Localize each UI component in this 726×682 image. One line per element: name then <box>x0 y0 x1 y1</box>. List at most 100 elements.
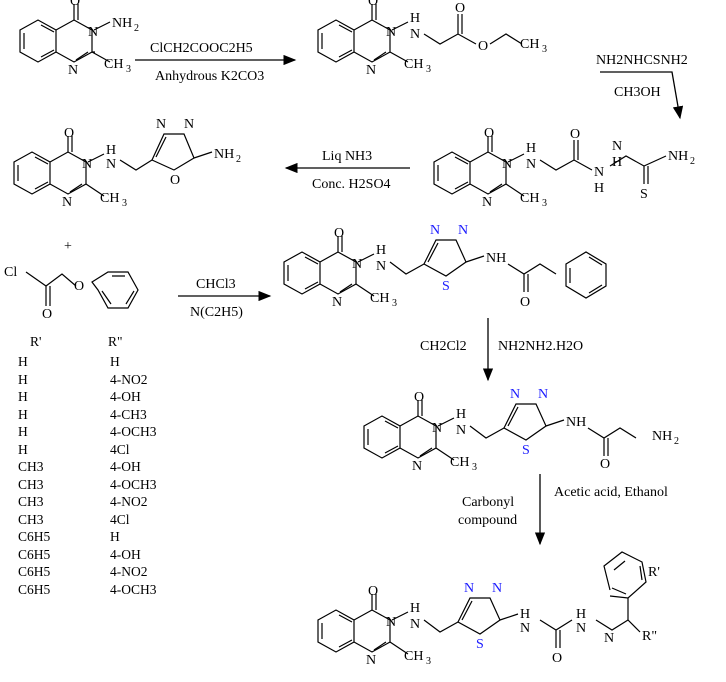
step-5: CH2Cl2 NH2NH2.H2O <box>420 318 583 382</box>
step-2: NH2NHCSNH2 CH3OH <box>596 53 688 120</box>
table-cell-r-double-prime: 4-OH <box>110 389 141 404</box>
atom-n-12: N <box>62 195 72 210</box>
atom-o-2: O <box>368 0 378 9</box>
atom-o-4: O <box>478 39 488 54</box>
atom-o-3: O <box>455 1 465 16</box>
sub-3d: 3 <box>542 198 547 209</box>
table-header-r-prime: R' <box>30 334 42 349</box>
compound-2-ester: O N N CH 3 H N O O CH 3 <box>317 0 547 78</box>
reagent-step5-left: CH2Cl2 <box>420 339 467 354</box>
reagent-step1-top: ClCH2COOC2H5 <box>150 41 253 56</box>
sub-3h: 3 <box>426 656 431 667</box>
atom-ch3-4: CH <box>520 191 539 206</box>
table-cell-r-double-prime: 4-OH <box>110 546 141 562</box>
table-cell-r-prime: H <box>18 406 28 422</box>
table-cell-r-double-prime: 4-OCH3 <box>110 476 157 492</box>
reagent-step6-right: Acetic acid, Ethanol <box>554 485 668 500</box>
reagent-step4-top: CHCl3 <box>196 277 236 292</box>
atom-h-10: H <box>576 607 586 622</box>
compound-7-final-product: O N N CH 3 H N N N S H N O H N N R' R" <box>317 551 660 668</box>
table-cell-r-double-prime: 4Cl <box>110 441 130 457</box>
atom-s-4: S <box>476 637 484 652</box>
table-cell-r-prime: H <box>18 354 28 369</box>
table-cell-r-double-prime: H <box>110 529 120 544</box>
atom-o-7: O <box>64 126 74 141</box>
atom-n-33: N <box>604 631 614 646</box>
table-cell-r-prime: H <box>18 424 28 439</box>
table-cell-r-prime: CH3 <box>18 459 44 474</box>
atom-nh2-2: NH <box>668 149 688 164</box>
atom-ch3-8: CH <box>404 649 423 664</box>
table-cell-r-prime: C6H5 <box>18 529 51 544</box>
atom-o-12: O <box>520 295 530 310</box>
atom-n-27: N <box>366 653 376 668</box>
atom-o-5: O <box>484 126 494 141</box>
atom-nh-2: NH <box>566 415 586 430</box>
atom-n-11: N <box>82 157 92 172</box>
table-header-r-double-prime: R" <box>108 334 123 349</box>
atom-nh2-4: NH <box>652 429 672 444</box>
atom-h-9: H <box>520 607 530 622</box>
atom-o-15: O <box>368 584 378 599</box>
table-cell-r-prime: CH3 <box>18 511 44 527</box>
atom-n-2: N <box>68 63 78 78</box>
sub-2c: 2 <box>236 154 241 165</box>
atom-o-6: O <box>570 127 580 142</box>
atom-h-7: H <box>456 407 466 422</box>
atom-n-6: N <box>502 157 512 172</box>
table-cell-r-prime: H <box>18 389 28 404</box>
reagent-step2-bottom: CH3OH <box>614 85 661 100</box>
reagent-step6-left-1: Carbonyl <box>462 495 514 510</box>
table-cell-r-prime: C6H5 <box>18 581 51 597</box>
atom-n-8: N <box>526 157 536 172</box>
atom-n-19: N <box>430 223 440 238</box>
reagent-step3-top: Liq NH3 <box>322 149 372 164</box>
atom-s-3: S <box>522 443 530 458</box>
atom-n-15: N <box>184 117 194 132</box>
atom-n-31: N <box>520 621 530 636</box>
compound-4-aminooxadiazole: O N N CH 3 H N N N O NH 2 <box>13 117 241 210</box>
atom-n-9: N <box>594 165 604 180</box>
atom-h-1: H <box>410 11 420 26</box>
atom-o-8: O <box>170 173 180 188</box>
sub-3c: 3 <box>542 44 547 55</box>
atom-o-11: O <box>334 226 344 241</box>
sub-3b: 3 <box>426 64 431 75</box>
atom-n-13: N <box>106 157 116 172</box>
sub-2b: 2 <box>690 156 695 167</box>
atom-n-7: N <box>482 195 492 210</box>
table-cell-r-prime: CH3 <box>18 494 44 509</box>
sub-3g: 3 <box>472 462 477 473</box>
atom-ch3-7: CH <box>450 455 469 470</box>
atom-h-8: H <box>410 601 420 616</box>
atom-o-9: O <box>74 279 84 294</box>
table-cell-r-double-prime: 4-OCH3 <box>110 581 157 597</box>
atom-o-1: O <box>70 0 80 9</box>
table-cell-r-double-prime: 4-CH3 <box>110 406 147 422</box>
compound-3-thiosemicarbazide: O N N CH 3 H N O N H N H NH 2 S <box>433 126 695 210</box>
sub-2: 2 <box>134 23 139 34</box>
table-cell-r-double-prime: H <box>110 354 120 369</box>
atom-n-14: N <box>156 117 166 132</box>
atom-ch3-6: CH <box>370 291 389 306</box>
sub-2d: 2 <box>674 436 679 447</box>
atom-h-4: H <box>612 155 622 170</box>
atom-h-2: H <box>526 141 536 156</box>
atom-o-14: O <box>600 457 610 472</box>
atom-h-5: H <box>106 143 116 158</box>
label-r-double-prime: R" <box>642 629 657 644</box>
atom-n-22: N <box>412 459 422 474</box>
atom-n-3: N <box>386 25 396 40</box>
atom-n-32: N <box>576 621 586 636</box>
atom-s-2: S <box>442 279 450 294</box>
compound-5-thiadiazole-amide: O N N CH 3 H N N N S NH O <box>283 223 607 310</box>
table-cell-r-prime: C6H5 <box>18 564 51 579</box>
atom-nh-1: NH <box>486 251 506 266</box>
atom-h-6: H <box>376 243 386 258</box>
atom-n-10: N <box>612 139 622 154</box>
atom-n-24: N <box>510 387 520 402</box>
atom-n-18: N <box>376 259 386 274</box>
atom-n-29: N <box>464 581 474 596</box>
table-cell-r-prime: H <box>18 371 28 387</box>
